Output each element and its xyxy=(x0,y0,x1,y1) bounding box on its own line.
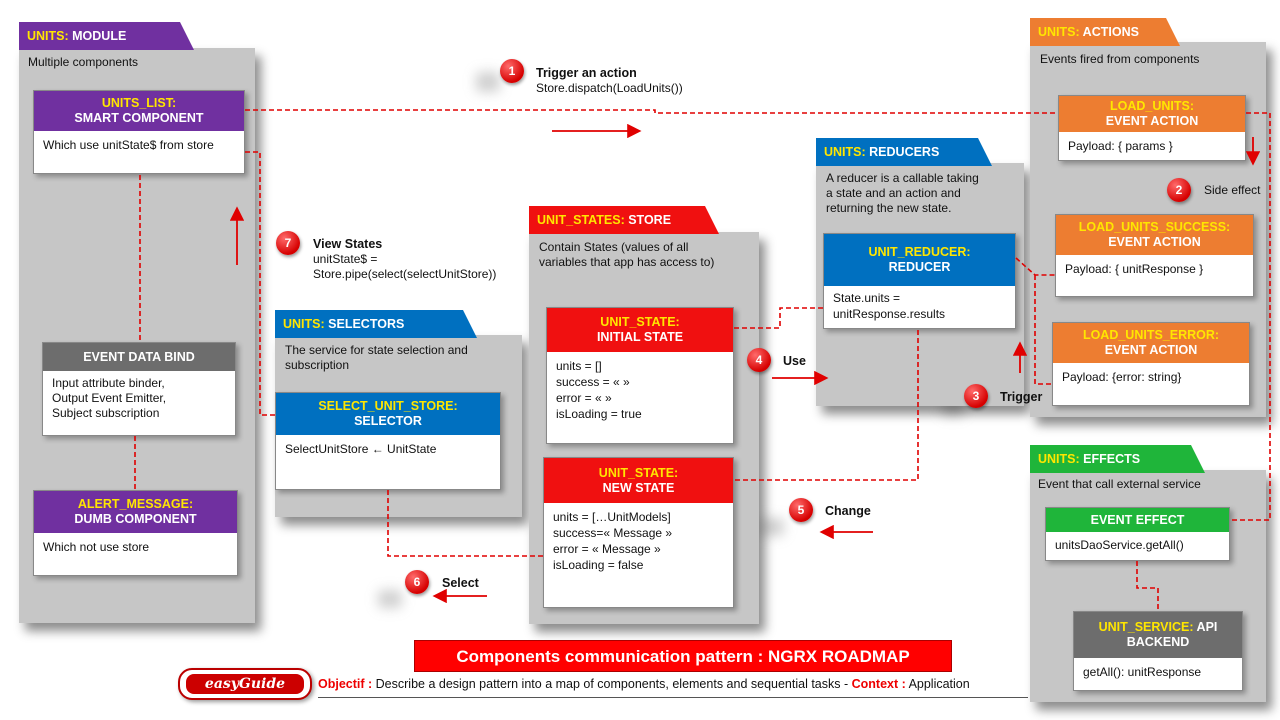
event-data-bind-box: EVENT DATA BIND Input attribute binder, … xyxy=(42,342,236,436)
footer-rule xyxy=(318,697,1028,698)
new-state-box: UNIT_STATE:NEW STATE units = […UnitModel… xyxy=(543,457,734,608)
step-5-label: Change xyxy=(825,504,871,518)
connector-trigger-error xyxy=(1034,275,1052,385)
load-units-success-box: LOAD_UNITS_SUCCESS:EVENT ACTION Payload:… xyxy=(1055,214,1254,297)
effects-tab: UNITS: EFFECTS xyxy=(1030,445,1205,473)
module-desc: Multiple components xyxy=(28,55,139,69)
reducers-desc: A reducer is a callable taking a state a… xyxy=(826,171,979,215)
step-7-label: View States xyxy=(313,237,383,251)
step-2-label: Side effect xyxy=(1204,183,1261,197)
store-desc: Contain States (values of all variables … xyxy=(539,240,715,269)
step-6-label: Select xyxy=(442,576,479,590)
step-4-label: Use xyxy=(783,354,806,368)
actions-desc: Events fired from components xyxy=(1040,52,1200,66)
store-tab: UNIT_STATES: STORE xyxy=(529,206,719,234)
step-1-label: Trigger an action xyxy=(536,66,637,80)
easyguide-logo: easyGuide xyxy=(178,668,312,700)
initial-state-box: UNIT_STATE:INITIAL STATE units = [] succ… xyxy=(546,307,734,444)
connector-trigger-success xyxy=(1015,257,1055,276)
step-6-badge: 6 xyxy=(405,570,429,594)
alert-message-box: ALERT_MESSAGE:DUMB COMPONENT Which not u… xyxy=(33,490,238,576)
select-unit-store-box: SELECT_UNIT_STORE:SELECTOR SelectUnitSto… xyxy=(275,392,501,490)
step-4-badge: 4 xyxy=(747,348,771,372)
connector-use xyxy=(734,307,823,329)
actions-tab: UNITS: ACTIONS xyxy=(1030,18,1180,46)
effects-desc: Event that call external service xyxy=(1038,477,1201,491)
selectors-tab: UNITS: SELECTORS xyxy=(275,310,477,338)
reducers-tab: UNITS: REDUCERS xyxy=(816,138,992,166)
connector-select xyxy=(387,490,543,557)
unit-reducer-box: UNIT_REDUCER:REDUCER State.units = unitR… xyxy=(823,233,1016,329)
step-1-badge: 1 xyxy=(500,59,524,83)
step-2-badge: 2 xyxy=(1167,178,1191,202)
objective-line: Objectif : Describe a design pattern int… xyxy=(318,677,970,691)
step-7-badge: 7 xyxy=(276,231,300,255)
connector-change xyxy=(734,330,919,481)
connector-dispatch xyxy=(245,109,1058,114)
diagram-title-banner: Components communication pattern : NGRX … xyxy=(414,640,952,672)
units-list-box: UNITS_LIST:SMART COMPONENT Which use uni… xyxy=(33,90,245,174)
step-3-badge: 3 xyxy=(964,384,988,408)
load-units-box: LOAD_UNITS:EVENT ACTION Payload: { param… xyxy=(1058,95,1246,161)
module-tab: UNITS: MODULE xyxy=(19,22,194,50)
step-1-text: Store.dispatch(LoadUnits()) xyxy=(536,81,683,95)
event-effect-box: EVENT EFFECT unitsDaoService.getAll() xyxy=(1045,507,1230,561)
connector-side-effect xyxy=(1230,112,1271,521)
connector-view-states xyxy=(245,151,275,416)
load-units-error-box: LOAD_UNITS_ERROR:EVENT ACTION Payload: {… xyxy=(1052,322,1250,406)
step-7-text: unitState$ = Store.pipe(select(selectUni… xyxy=(313,252,497,281)
step-5-badge: 5 xyxy=(789,498,813,522)
selectors-desc: The service for state selection and subs… xyxy=(285,343,468,372)
connector-service xyxy=(1136,561,1159,611)
step-3-label: Trigger xyxy=(1000,390,1043,404)
